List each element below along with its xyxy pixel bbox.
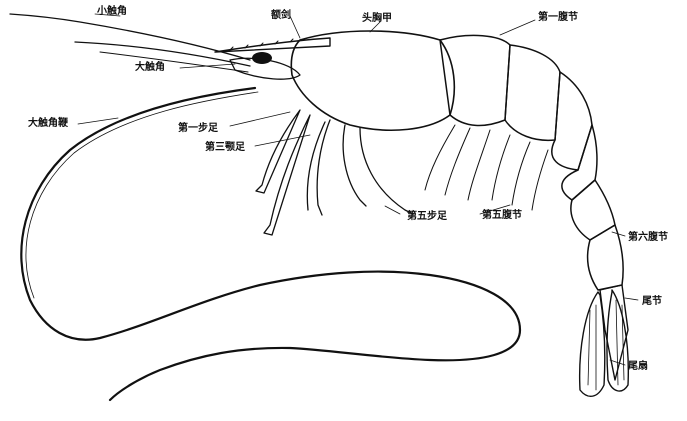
carapace [291, 31, 454, 130]
label-small-antenna: 小触角 [96, 4, 127, 17]
label-fifth-abdominal-segment: 第五腹节 [482, 208, 522, 221]
walking-legs [256, 110, 413, 235]
label-first-abdominal-segment: 第一腹节 [538, 10, 578, 23]
label-carapace: 头胸甲 [362, 11, 392, 24]
small-antenna-mid [100, 52, 248, 72]
uropod-ribs [588, 300, 624, 390]
label-antennal-scale: 大触角鞭 [28, 116, 69, 129]
label-sixth-abdominal-segment: 第六腹节 [628, 230, 668, 243]
leg-5 [360, 128, 413, 214]
abdominal-segment-5 [571, 180, 615, 240]
small-antenna-upper [10, 14, 250, 60]
label-rostrum: 额剑 [271, 8, 291, 21]
label-large-antenna: 大触角 [135, 60, 165, 73]
leg-4 [343, 125, 366, 206]
label-third-maxilliped: 第三颚足 [205, 140, 246, 153]
abdominal-segment-3 [552, 72, 592, 170]
abdominal-segment-4 [562, 125, 597, 200]
rostrum [215, 38, 330, 52]
eye [252, 52, 272, 64]
uropod-left [580, 292, 605, 396]
label-first-walking-leg: 第一步足 [178, 121, 219, 134]
abdominal-segment-2 [505, 45, 560, 140]
label-fifth-walking-leg: 第五步足 [407, 209, 448, 222]
antenna-flagellum [21, 88, 520, 400]
label-uropod: 尾扇 [628, 359, 648, 372]
abdominal-segment-6 [588, 225, 624, 290]
label-telson: 尾节 [642, 294, 662, 307]
leg-2 [264, 115, 310, 235]
abdomen [440, 35, 623, 290]
